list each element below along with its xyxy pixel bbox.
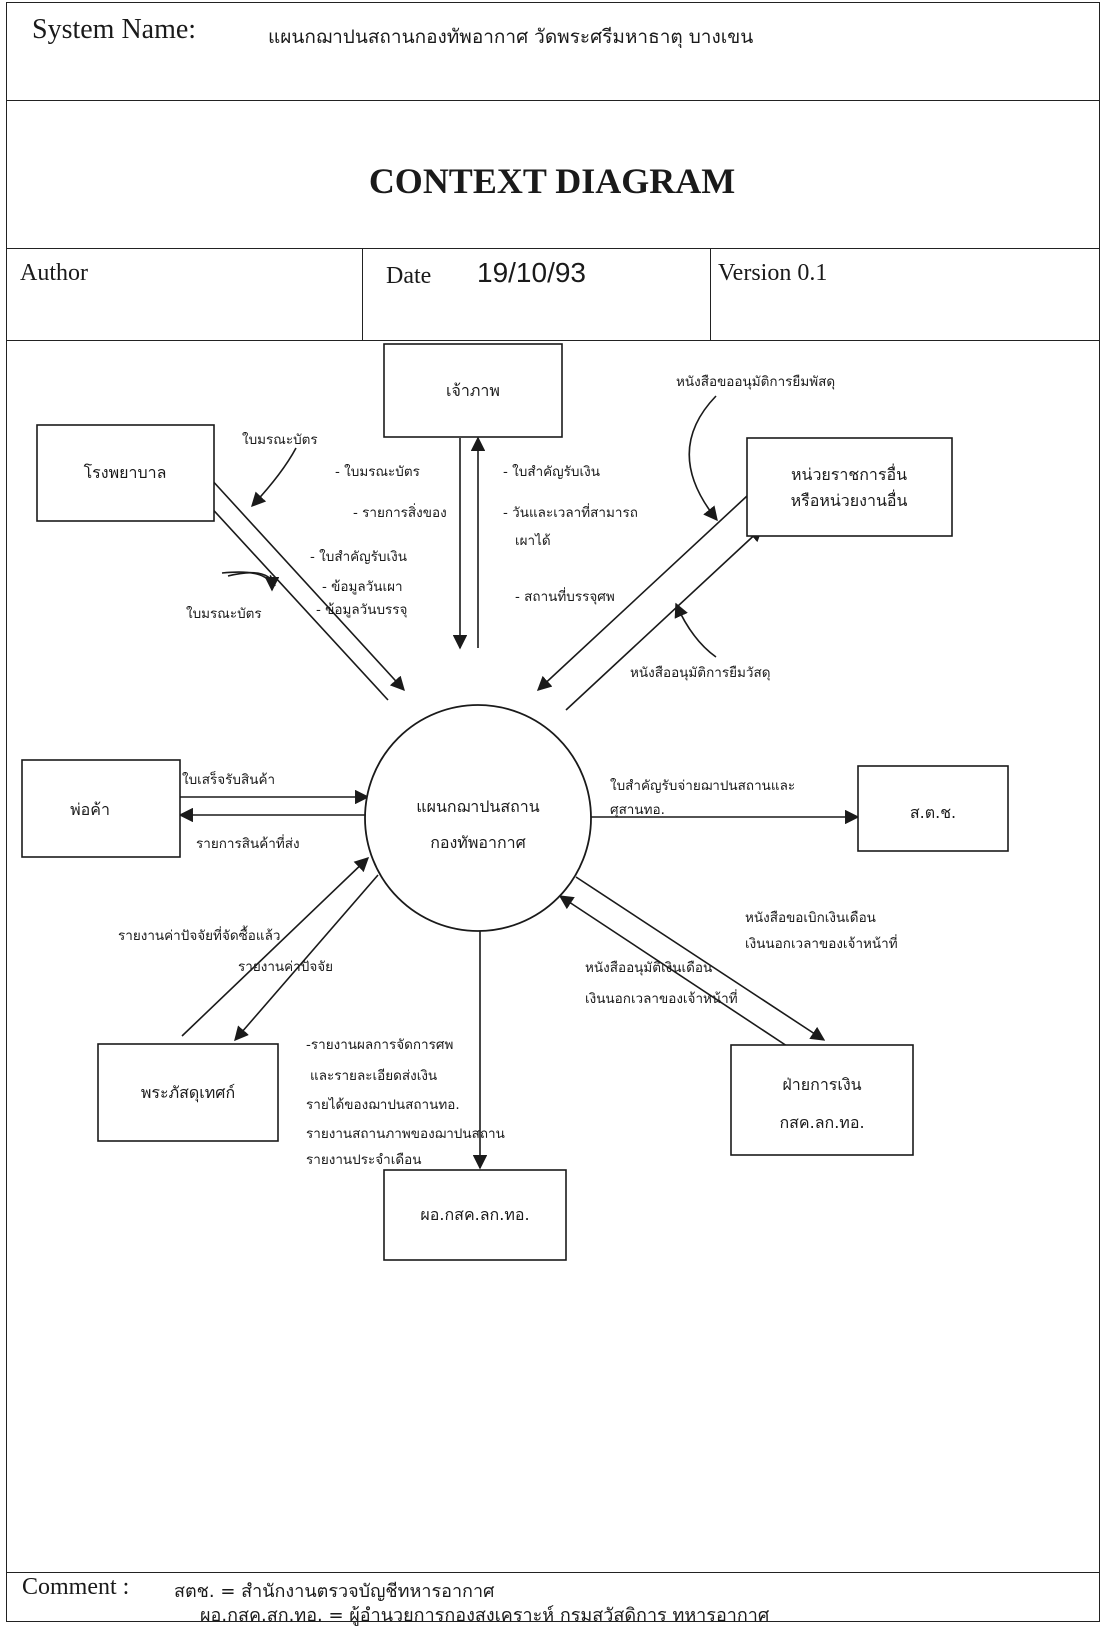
page-frame bbox=[6, 2, 1100, 1622]
flow-hospital-to-process bbox=[209, 477, 405, 692]
flow-process-to-finance bbox=[575, 876, 826, 1041]
date-label: Date bbox=[386, 263, 432, 289]
flow-label: ใบมรณะบัตร bbox=[186, 605, 262, 622]
flow-label: - ใบสำคัญรับเงิน bbox=[503, 463, 600, 480]
flow-process-to-hospital bbox=[194, 488, 389, 701]
entity-director-label: ผอ.กสค.ลก.ทอ. bbox=[420, 1205, 529, 1224]
entity-finance-box bbox=[730, 1044, 914, 1156]
entity-merchant-label: พ่อค้า bbox=[70, 800, 110, 819]
flow-label: - รายการสิ่งของ bbox=[353, 503, 447, 521]
flow-label: รายการสินค้าที่ส่ง bbox=[196, 834, 300, 852]
version-label: Version 0.1 bbox=[718, 260, 828, 286]
flow-label: ศุสานทอ. bbox=[610, 802, 665, 818]
flow-label: ใบสำคัญรับจ่ายฌาปนสถานและ bbox=[610, 777, 795, 794]
flow-label: ใบมรณะบัตร bbox=[242, 431, 318, 448]
process-circle bbox=[364, 704, 592, 932]
comment-line-2: ผอ.กสค.สก.ทอ. = ผู้อำนวยการกองสงเคราะห์ … bbox=[200, 1605, 770, 1626]
flow-process-to-supplies bbox=[234, 874, 379, 1042]
divider bbox=[6, 248, 1100, 249]
flow-label: รายได้ของฌาปนสถานทอ. bbox=[306, 1097, 460, 1113]
flow-label: เงินนอกเวลาของเจ้าหน้าที่ bbox=[745, 934, 898, 952]
entity-hospital-label: โรงพยาบาล bbox=[84, 463, 167, 482]
callout-other-out bbox=[674, 602, 717, 658]
flow-label: - ข้อมูลวันเผา bbox=[322, 579, 403, 595]
flow-label: รายงานประจำเดือน bbox=[306, 1152, 421, 1168]
process-label-1: แผนกฌาปนสถาน bbox=[416, 797, 540, 816]
flow-label: หนังสืออนุมัติการยืมวัสดุ bbox=[630, 665, 770, 681]
flow-label: หนังสืออนุมัติเงินเดือน bbox=[585, 960, 712, 976]
entity-finance-label-1: ฝ่ายการเงิน bbox=[782, 1075, 861, 1094]
flow-label: เงินนอกเวลาของเจ้าหน้าที่ bbox=[585, 989, 738, 1007]
flow-label: - ใบสำคัญรับเงิน bbox=[310, 548, 407, 565]
divider bbox=[6, 1572, 1100, 1573]
entity-finance-label-2: กสค.ลก.ทอ. bbox=[779, 1113, 864, 1132]
entity-other-units-label-2: หรือหน่วยงานอื่น bbox=[791, 489, 908, 510]
entity-chaophap-box bbox=[383, 343, 563, 438]
divider bbox=[362, 248, 363, 340]
flow-label: และรายละเอียดส่งเงิน bbox=[310, 1068, 437, 1084]
flow-label: - สถานที่บรรจุศพ bbox=[515, 587, 615, 605]
comment-label: Comment : bbox=[22, 1574, 130, 1600]
entity-other-units-box bbox=[746, 437, 953, 537]
entity-audit-box bbox=[857, 765, 1009, 852]
process-label-2: กองทัพอากาศ bbox=[430, 833, 526, 852]
flow-label: รายงานค่าปัจจัย bbox=[238, 959, 333, 975]
date-value: 19/10/93 bbox=[477, 257, 586, 288]
entity-supplies-label: พระภัสดุเทศก์ bbox=[141, 1083, 235, 1103]
flow-label: - วันและเวลาที่สามารถ bbox=[503, 503, 638, 521]
entity-hospital-box bbox=[36, 424, 215, 522]
system-name-label: System Name: bbox=[32, 14, 197, 45]
divider bbox=[6, 340, 1100, 341]
flow-process-to-other bbox=[565, 527, 764, 711]
flow-labels: ใบมรณะบัตร ใบมรณะบัตร - ใบมรณะบัตร - ราย… bbox=[118, 374, 898, 1168]
divider bbox=[710, 248, 711, 340]
callout-other-in bbox=[688, 395, 718, 522]
page-title: CONTEXT DIAGRAM bbox=[368, 161, 736, 201]
entity-other-units-label-1: หน่วยราชการอื่น bbox=[791, 463, 907, 484]
callout-hospital-out bbox=[221, 571, 280, 592]
flow-other-to-process bbox=[536, 495, 748, 691]
entity-director-box bbox=[383, 1169, 567, 1261]
flow-label: รายงานค่าปัจจัยที่จัดซื้อแล้ว bbox=[118, 925, 280, 944]
flow-label: เผาได้ bbox=[515, 533, 551, 549]
entity-chaophap-label: เจ้าภาพ bbox=[446, 381, 500, 400]
flow-label: - ใบมรณะบัตร bbox=[335, 463, 420, 480]
flow-supplies-to-process bbox=[181, 857, 370, 1037]
flow-finance-to-process bbox=[558, 895, 791, 1049]
system-name-value: แผนกฌาปนสถานกองทัพอากาศ วัดพระศรีมหาธาตุ… bbox=[268, 26, 754, 48]
flow-label: หนังสือขอเบิกเงินเดือน bbox=[745, 910, 876, 926]
entity-supplies-box bbox=[97, 1043, 279, 1142]
author-label: Author bbox=[20, 260, 88, 286]
comment-line-1: สตช. = สำนักงานตรวจบัญชีทหารอากาศ bbox=[174, 1581, 495, 1602]
flow-label: ใบเสร็จรับสินค้า bbox=[182, 770, 275, 788]
flow-label: -รายงานผลการจัดการศพ bbox=[306, 1037, 453, 1053]
entity-audit-label: ส.ต.ช. bbox=[910, 803, 956, 822]
callout-hospital-in bbox=[251, 447, 297, 508]
entity-merchant-box bbox=[21, 759, 181, 858]
divider bbox=[6, 100, 1100, 101]
flow-label: - ข้อมูลวันบรรจุ bbox=[316, 602, 407, 618]
flow-label: หนังสือขออนุมัติการยืมพัสดุ bbox=[676, 374, 835, 390]
flow-label: รายงานสถานภาพของฌาปนสถาน bbox=[306, 1126, 505, 1142]
data-flows bbox=[178, 395, 860, 1170]
